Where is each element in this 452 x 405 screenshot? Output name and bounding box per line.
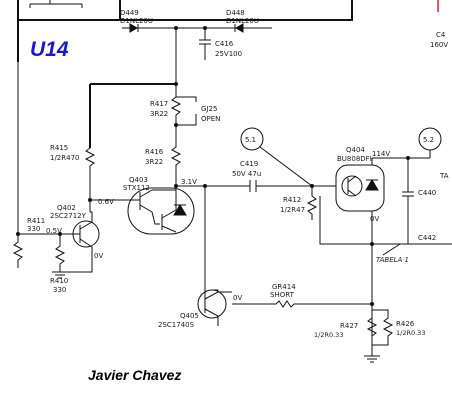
c4-name: C4 xyxy=(436,31,446,39)
voltage-q402-e: 0V xyxy=(94,252,103,260)
diode-d449: D449 D1NL20U xyxy=(120,9,176,33)
d448-name: D448 xyxy=(226,9,245,17)
gr414-value: SHORT xyxy=(270,291,295,299)
capacitor-c442: C442 xyxy=(407,234,436,244)
resistor-r416: R416 3R22 xyxy=(145,125,182,186)
capacitor-c416: C416 25V100 xyxy=(199,28,242,60)
q402-value: 2SC2712Y xyxy=(50,212,87,220)
resistor-r411: R411 330 xyxy=(12,217,45,268)
resistor-r426: R426 1/2R0.33 xyxy=(372,309,425,346)
r412-value: 1/2R47 xyxy=(280,206,305,214)
q404-value: BU808DFI xyxy=(337,155,372,163)
test-point-5-2: 5.2 xyxy=(418,127,442,158)
partial-label-ta: TA xyxy=(439,172,449,180)
author-signature: Javier Chavez xyxy=(88,367,181,383)
r427-name: R427 xyxy=(340,322,358,330)
test-point-5-1: 5.1 xyxy=(240,127,313,187)
r426-name: R426 xyxy=(396,320,415,328)
r416-value: 3R22 xyxy=(145,158,163,166)
resistor-r427: R427 1/2R0.33 xyxy=(314,304,378,345)
r427-value: 1/2R0.33 xyxy=(314,331,343,339)
q405-value: 2SC1740S xyxy=(158,321,195,329)
d449-value: D1NL20U xyxy=(120,17,153,25)
top-rail xyxy=(17,0,439,225)
resistor-r415: R415 1/2R470 xyxy=(50,144,96,212)
gr414-name: GR414 xyxy=(272,283,296,291)
voltage-06v: 0.6V xyxy=(98,198,114,206)
resistor-r417: R417 3R22 xyxy=(150,96,182,125)
diode-d448: D448 D1NL20U xyxy=(176,9,272,33)
tp51-label: 5.1 xyxy=(245,136,256,144)
r416-name: R416 xyxy=(145,148,164,156)
r412-name: R412 xyxy=(283,196,301,204)
c419-name: C419 xyxy=(240,160,258,168)
q403-value: STX112 xyxy=(123,184,150,192)
transistor-q402: Q402 2SC2712Y xyxy=(18,204,100,256)
d449-name: D449 xyxy=(120,9,139,17)
capacitor-c440: C440 xyxy=(402,158,436,244)
r415-name: R415 xyxy=(50,144,68,152)
c442-name: C442 xyxy=(418,234,436,242)
jumper-gj25: GJ25 OPEN xyxy=(176,96,220,126)
capacitor-c419: C419 50V 47u xyxy=(232,160,312,192)
r426-value: 1/2R0.33 xyxy=(396,329,425,337)
capacitor-c4-partial: C4 160V xyxy=(430,31,448,49)
table-label: TABELA 1 xyxy=(376,256,409,264)
voltage-31v: 3.1V xyxy=(181,178,197,186)
transistor-q404: Q404 BU808DFI xyxy=(335,146,385,218)
r411-value: 330 xyxy=(27,225,40,233)
c416-value: 25V100 xyxy=(215,50,242,58)
gj25-name: GJ25 xyxy=(201,105,217,113)
q405-name: Q405 xyxy=(180,312,199,320)
resistor-r410: R410 330 xyxy=(50,234,93,294)
page-title: U14 xyxy=(30,38,69,61)
transistor-q405: Q405 2SC1740S xyxy=(158,289,232,329)
q403-name: Q403 xyxy=(129,176,148,184)
c4-value: 160V xyxy=(430,41,448,49)
c416-name: C416 xyxy=(215,40,234,48)
resistor-r412: R412 1/2R47 xyxy=(280,186,318,220)
c440-name: C440 xyxy=(418,189,436,197)
voltage-q405-c: 0V xyxy=(233,294,242,302)
tp52-label: 5.2 xyxy=(423,136,434,144)
r417-name: R417 xyxy=(150,100,168,108)
d448-value: D1NL20U xyxy=(226,17,259,25)
r410-name: R410 xyxy=(50,277,68,285)
voltage-q404-e: 0V xyxy=(370,215,379,223)
c419-value: 50V 47u xyxy=(232,170,261,178)
q404-name: Q404 xyxy=(346,146,365,154)
q402-name: Q402 xyxy=(57,204,76,212)
jumper-gr414: GR414 SHORT xyxy=(232,283,372,308)
r415-value: 1/2R470 xyxy=(50,154,80,162)
r411-name: R411 xyxy=(27,217,45,225)
voltage-05v: 0.5V xyxy=(46,227,62,235)
r410-value: 330 xyxy=(53,286,66,294)
gj25-value: OPEN xyxy=(201,115,220,123)
r417-value: 3R22 xyxy=(150,110,168,118)
voltage-114v: 114V xyxy=(372,150,390,158)
